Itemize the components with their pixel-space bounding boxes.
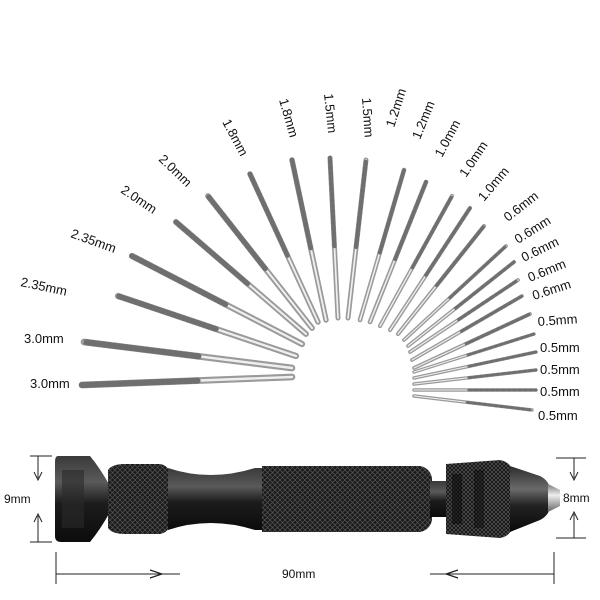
drill-bit-flute xyxy=(434,224,486,288)
drill-bit-flute xyxy=(454,260,516,310)
drill-chuck-nose xyxy=(510,466,552,532)
drill-tip xyxy=(548,484,560,512)
drill-bit: 3.0mm xyxy=(30,373,296,391)
drill-bit-size-label: 0.5mm xyxy=(538,408,578,423)
drill-bit-size-label: 1.0mm xyxy=(431,117,463,159)
drill-bit-flute xyxy=(459,294,524,333)
left-height-label: 9mm xyxy=(4,492,31,506)
drill-bit: 0.5mm xyxy=(412,384,580,399)
drill-grip-left xyxy=(108,464,170,534)
drill-bit-size-label: 0.5mm xyxy=(540,384,580,399)
drill-bit: 1.2mm xyxy=(367,99,438,325)
drill-bit-size-label: 2.0mm xyxy=(118,182,159,217)
drill-bit-flute xyxy=(466,332,536,357)
drill-bit: 0.5mm xyxy=(412,394,578,423)
drill-bit-flute xyxy=(457,278,520,322)
drill-grip-right xyxy=(262,466,432,532)
drill-bit: 2.0mm xyxy=(156,151,315,331)
drill-bit-flute xyxy=(205,193,268,272)
drill-bit-size-label: 1.2mm xyxy=(383,87,410,129)
drill-bit-flute xyxy=(424,206,472,277)
drill-bit-flute xyxy=(129,253,229,308)
drill-bit-size-label: 2.0mm xyxy=(156,151,195,189)
drill-bit-size-label: 0.5mm xyxy=(540,362,580,377)
drill-bit-size-label: 3.0mm xyxy=(30,376,70,391)
drill-bit-flute xyxy=(115,293,219,332)
hand-drill xyxy=(55,456,560,542)
drill-bit-flute xyxy=(327,155,337,249)
drill-bit-flute xyxy=(467,368,538,380)
drill-bit-flute xyxy=(377,168,406,255)
drill-bit-size-label: 1.0mm xyxy=(456,138,491,179)
drill-bit: 0.5mm xyxy=(412,311,578,374)
drill-bit-flute xyxy=(353,157,369,250)
drill-bit-size-label: 1.8mm xyxy=(276,97,301,139)
drill-bit-flute xyxy=(173,219,251,287)
dimension-markers: 9mm 8mm 90mm xyxy=(4,455,590,584)
right-height-label: 8mm xyxy=(563,491,590,505)
drill-bit-flute xyxy=(448,244,508,300)
drill-bit: 2.35mm xyxy=(69,226,306,348)
drill-bit-flute xyxy=(289,157,314,251)
drill-bit-flute xyxy=(80,338,202,360)
drill-bit-flute xyxy=(464,312,532,346)
drill-bit: 0.5mm xyxy=(412,340,580,380)
drill-bit-size-label: 1.2mm xyxy=(409,99,438,141)
drill-bit-size-label: 1.5mm xyxy=(321,93,340,134)
drill-bit-size-label: 0.5mm xyxy=(537,311,578,329)
drill-bit: 3.0mm xyxy=(24,331,296,372)
drill-bit-size-label: 1.5mm xyxy=(359,97,377,138)
drill-bit-size-label: 2.35mm xyxy=(19,274,68,298)
drill-bit-flute xyxy=(467,350,538,368)
drill-bit: 1.5mm xyxy=(345,97,377,321)
drill-bit-size-label: 0.5mm xyxy=(540,340,580,355)
drill-bit: 1.5mm xyxy=(321,93,341,321)
drill-bit-size-label: 1.8mm xyxy=(219,116,251,158)
drill-bit-flute xyxy=(410,194,454,270)
drill-bit-size-label: 2.35mm xyxy=(69,226,118,256)
drill-bit-size-label: 3.0mm xyxy=(24,331,64,346)
drill-collar xyxy=(430,481,448,517)
drill-bit: 1.8mm xyxy=(276,97,329,323)
drill-bit-flute xyxy=(393,180,428,261)
drill-bit-flute xyxy=(465,400,534,412)
drill-bit-flute xyxy=(247,171,290,258)
length-label: 90mm xyxy=(282,567,315,581)
drill-waist xyxy=(168,468,266,530)
drill-bit: 0.5mm xyxy=(412,362,580,386)
drill-bit-size-label: 1.0mm xyxy=(475,164,512,204)
drill-bit-flute xyxy=(78,377,201,389)
